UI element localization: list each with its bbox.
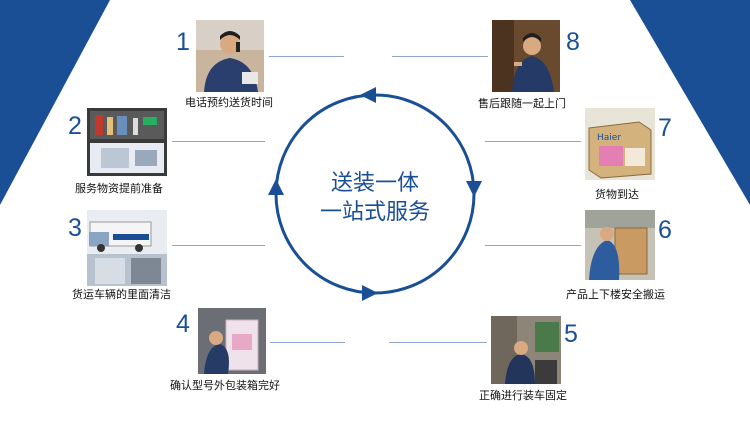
connector-line-2: [172, 141, 265, 142]
loading-truck-illustration: [491, 316, 561, 384]
step-7-caption: 货物到达: [595, 188, 639, 201]
arrow-left-icon: [268, 179, 284, 195]
step-8-caption: 售后跟随一起上门: [478, 97, 566, 110]
connector-line-4: [270, 342, 345, 343]
step-1-caption: 电话预约送货时间: [185, 96, 273, 109]
step-5-number: 5: [564, 320, 578, 348]
connector-line-3: [172, 245, 265, 246]
connector-line-1: [269, 56, 344, 57]
center-title-line-1: 送装一体: [330, 171, 419, 196]
left-corner-banner: [0, 0, 110, 205]
haier-box-logo: Haier: [597, 133, 621, 143]
step-8-photo-door-visit: [492, 20, 560, 92]
step-4-photo-box-check: [198, 308, 266, 374]
step-8-number: 8: [566, 28, 580, 56]
step-6-number: 6: [658, 216, 672, 244]
arrow-bottom-icon: [362, 285, 378, 301]
box-check-illustration: [198, 308, 266, 374]
arrived-box-illustration: Haier: [585, 108, 655, 180]
step-7-photo-arrived-box: Haier: [585, 108, 655, 180]
step-7-number: 7: [658, 114, 672, 142]
connector-line-6: [485, 245, 581, 246]
door-visit-illustration: [492, 20, 560, 92]
carrying-illustration: [585, 210, 655, 280]
phone-call-illustration: [196, 20, 264, 92]
step-3-caption: 货运车辆的里面清洁: [72, 288, 171, 301]
step-6-caption: 产品上下楼安全搬运: [566, 288, 665, 301]
step-2-photo-tool-case: [87, 108, 167, 176]
step-4-caption: 确认型号外包装箱完好: [170, 379, 280, 392]
step-1-photo-phone-call: [196, 20, 264, 92]
arrow-right-icon: [466, 181, 482, 197]
step-2-caption: 服务物资提前准备: [75, 182, 163, 195]
step-6-photo-carrying: [585, 210, 655, 280]
step-5-photo-loading-truck: [491, 316, 561, 384]
tool-case-illustration: [87, 108, 167, 176]
delivery-van-illustration: [87, 210, 167, 286]
step-1-number: 1: [176, 28, 190, 56]
cycle-ring: [268, 87, 482, 301]
right-corner-banner: [630, 0, 750, 205]
step-2-number: 2: [68, 112, 82, 140]
step-4-number: 4: [176, 310, 190, 338]
step-3-number: 3: [68, 214, 82, 242]
connector-line-5: [389, 342, 487, 343]
step-5-caption: 正确进行装车固定: [479, 389, 567, 402]
step-3-photo-delivery-van: [87, 210, 167, 286]
center-title-line-2: 一站式服务: [319, 200, 430, 225]
connector-line-8: [392, 56, 488, 57]
connector-line-7: [485, 141, 581, 142]
arrow-top-icon: [360, 87, 376, 103]
